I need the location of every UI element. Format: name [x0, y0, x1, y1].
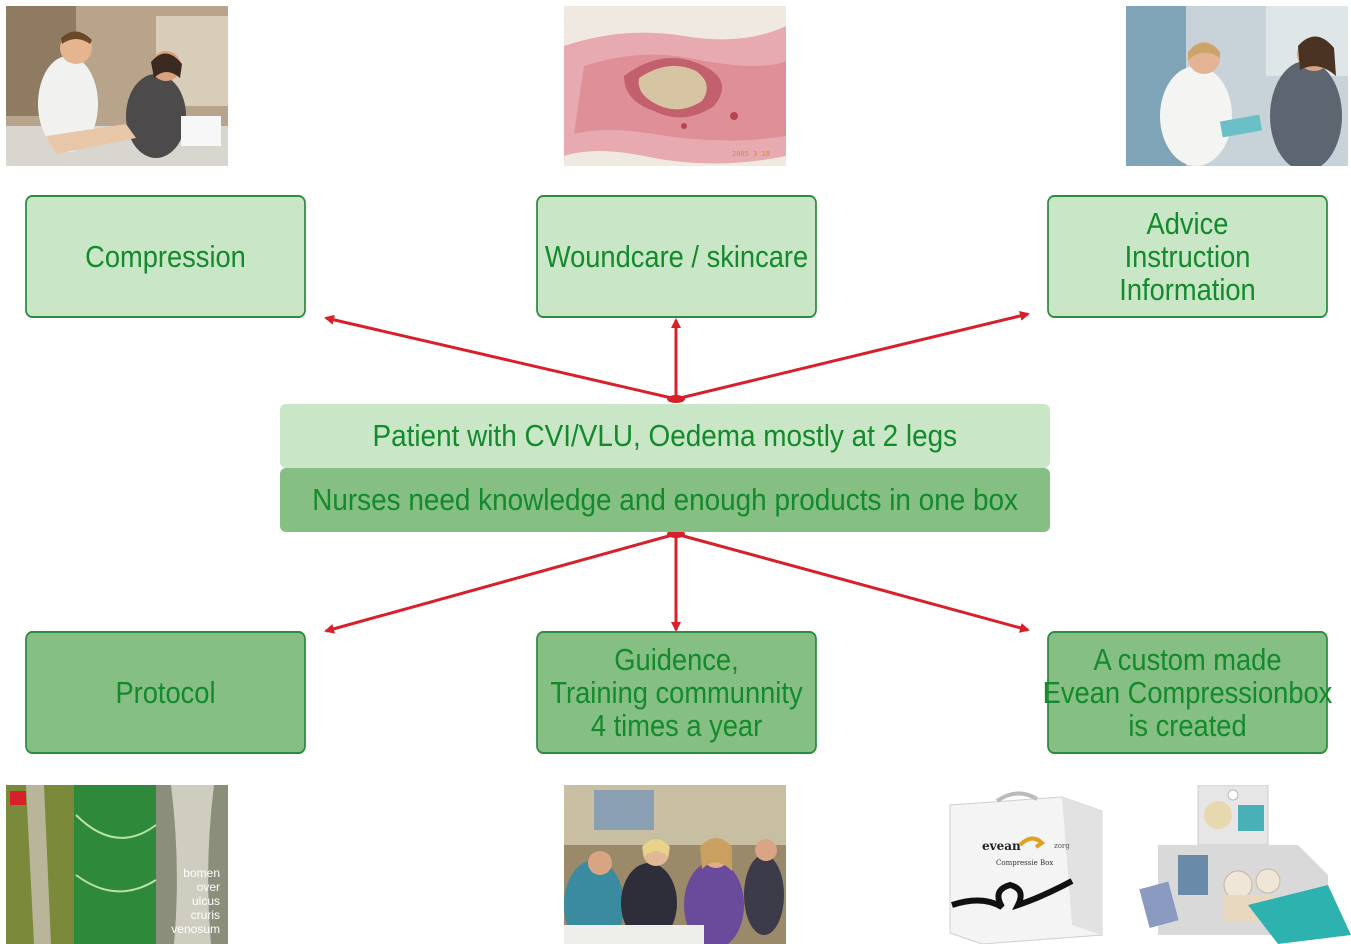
cover-word-3: ulcus	[192, 894, 220, 908]
compressionbox-line-1: A custom made	[1093, 642, 1282, 677]
patient-label: Patient with CVI/VLU, Oedema mostly at 2…	[372, 418, 958, 453]
photo-training	[564, 785, 786, 944]
woundcare-box: Woundcare / skincare	[536, 195, 817, 318]
guidence-line-3: 4 times a year	[590, 708, 763, 743]
guidence-box: Guidence, Training communnity 4 times a …	[536, 631, 817, 754]
wound-date-stamp: 2005 3 18	[732, 150, 770, 158]
cover-word-2: over	[197, 880, 220, 894]
cover-word-1: bomen	[183, 866, 220, 880]
nurses-label: Nurses need knowledge and enough product…	[312, 482, 1018, 517]
photo-protocol-cover: bomen over ulcus cruris venosum	[6, 785, 228, 944]
woundcare-label: Woundcare / skincare	[544, 239, 809, 274]
guidence-line-2: Training communnity	[550, 675, 803, 710]
box-label: Compressie Box	[996, 859, 1053, 867]
arrow-to-compressionbox	[675, 532, 1030, 633]
advice-line-3: Information	[1119, 272, 1256, 307]
arrow-to-protocol	[324, 532, 677, 634]
box-brand: evean	[982, 839, 1021, 853]
box-brand-suffix: zorg	[1054, 842, 1070, 850]
guidence-line-1: Guidence,	[614, 642, 739, 677]
protocol-box: Protocol	[25, 631, 306, 754]
advice-line-2: Instruction	[1124, 239, 1251, 274]
photo-box-contents	[1138, 785, 1351, 944]
compressionbox-line-3: is created	[1128, 708, 1247, 743]
patient-band: Patient with CVI/VLU, Oedema mostly at 2…	[280, 404, 1050, 468]
advice-line-1: Advice	[1146, 206, 1229, 241]
compressionbox-line-2: Evean Compressionbox	[1042, 675, 1333, 710]
nurses-band: Nurses need knowledge and enough product…	[280, 468, 1050, 532]
advice-box: Advice Instruction Information	[1047, 195, 1328, 318]
compressionbox-box: A custom made Evean Compressionbox is cr…	[1043, 631, 1332, 754]
cover-word-4: cruris	[191, 908, 220, 922]
compression-box: Compression	[25, 195, 306, 318]
compression-label: Compression	[85, 239, 246, 274]
photo-wound: 2005 3 18	[564, 6, 786, 166]
cover-word-5: venosum	[171, 922, 220, 936]
photo-advice	[1126, 6, 1348, 166]
arrow-to-compression	[324, 314, 677, 401]
photo-compression	[6, 6, 228, 166]
protocol-label: Protocol	[115, 675, 216, 710]
arrow-to-advice	[675, 311, 1030, 401]
photo-compressionbox: evean zorg Compressie Box	[942, 785, 1107, 944]
